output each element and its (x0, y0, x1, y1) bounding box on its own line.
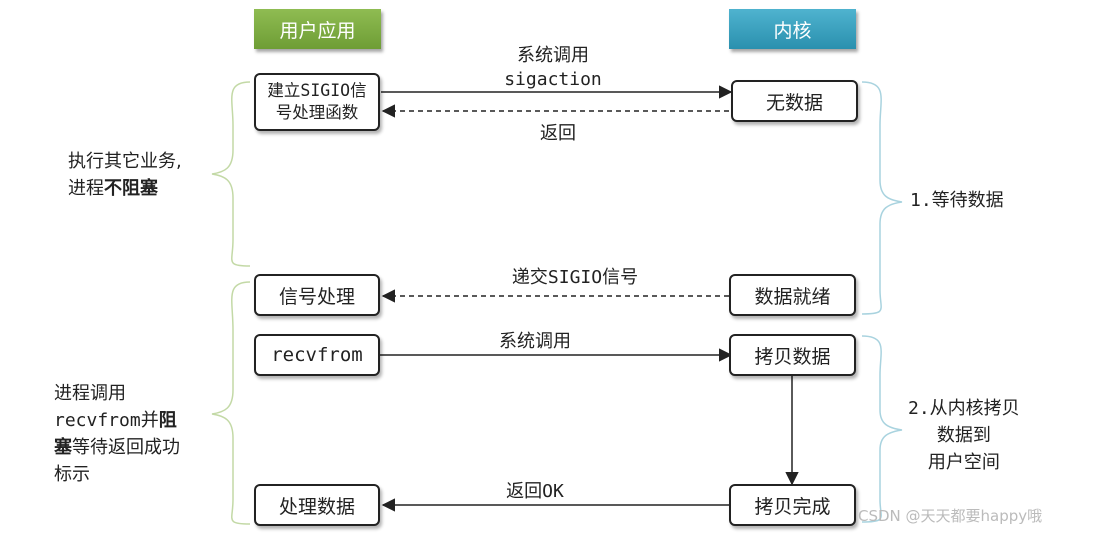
label-deliver-sigio: 递交SIGIO信号 (511, 267, 639, 288)
label-syscall-1: 系统调用 sigaction (480, 41, 626, 90)
box-data-ready-text: 数据就绪 (754, 285, 831, 308)
box-no-data-text: 无数据 (765, 91, 823, 114)
kernel-header: 内核 (729, 9, 856, 49)
note-nonblock-line2: 进程不阻塞 (68, 175, 182, 202)
note-nonblock-line1: 执行其它业务, (68, 151, 182, 172)
note-stage2: 2.从内核拷贝 数据到 用户空间 (908, 395, 1020, 476)
note-stage2-line2: 数据到 (936, 425, 991, 446)
note-block-line2-prefix: recvfrom并 (54, 410, 159, 431)
box-process-data-text: 处理数据 (278, 495, 355, 518)
box-recvfrom: recvfrom (254, 334, 380, 376)
label-return-ok: 返回OK (506, 481, 564, 502)
note-block-line3: 塞等待返回成功 (54, 434, 180, 461)
box-signal-handle-text: 信号处理 (278, 285, 355, 308)
box-signal-handle: 信号处理 (254, 274, 380, 316)
note-nonblock-prefix: 进程 (68, 178, 104, 199)
label-syscall-1-line2: sigaction (504, 69, 602, 90)
note-nonblock-bold: 不阻塞 (104, 178, 158, 199)
brace-left-block (211, 281, 251, 525)
box-copy-done: 拷贝完成 (729, 484, 856, 526)
note-block-line2: recvfrom并阻 (54, 407, 180, 434)
watermark: CSDN @天天都要happy哦 (858, 507, 1043, 525)
box-setup-sigio: 建立SIGIO信号处理函数 (254, 73, 380, 131)
note-block: 进程调用 recvfrom并阻 塞等待返回成功 标示 (54, 380, 180, 488)
box-data-ready: 数据就绪 (729, 274, 856, 316)
note-stage2-line1: 2.从内核拷贝 (908, 398, 1020, 419)
note-stage2-line3: 用户空间 (927, 452, 1000, 473)
box-copy-done-text: 拷贝完成 (754, 495, 831, 518)
brace-right-copy (861, 335, 903, 523)
brace-left-nonblock (211, 81, 251, 267)
box-process-data: 处理数据 (254, 484, 380, 526)
note-block-line3-suffix: 等待返回成功 (72, 437, 180, 458)
box-copy-data-text: 拷贝数据 (754, 345, 831, 368)
note-stage1: 1.等待数据 (910, 190, 1004, 211)
label-return-1: 返回 (540, 123, 576, 144)
box-setup-sigio-text: 建立SIGIO信号处理函数 (267, 81, 367, 122)
note-block-line4: 标示 (54, 464, 90, 485)
note-block-line3-bold: 塞 (54, 437, 72, 458)
label-syscall-2: 系统调用 (499, 331, 571, 352)
note-block-line2-bold: 阻 (158, 410, 177, 431)
user-app-header: 用户应用 (254, 9, 381, 49)
label-syscall-1-line1: 系统调用 (517, 45, 589, 66)
box-copy-data: 拷贝数据 (729, 334, 856, 376)
brace-right-wait (861, 81, 903, 315)
box-no-data: 无数据 (731, 80, 858, 122)
box-recvfrom-text: recvfrom (271, 344, 363, 366)
note-nonblock: 执行其它业务, 进程不阻塞 (68, 148, 182, 202)
note-block-line1: 进程调用 (54, 383, 126, 404)
